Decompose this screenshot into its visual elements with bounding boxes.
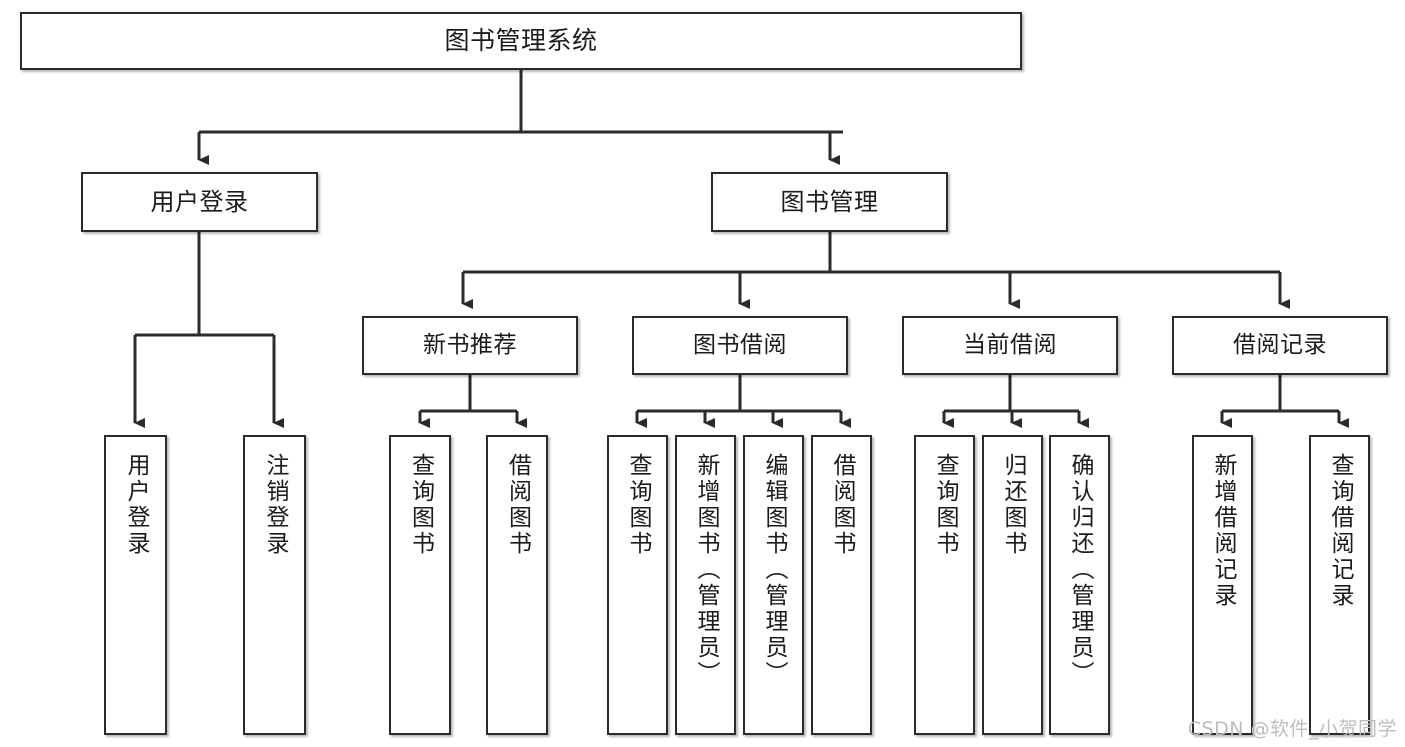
leaf-user-logout[interactable]: 注销登录 — [243, 435, 306, 735]
csdn-watermark: CSDN @软件_小贺同学 — [1187, 718, 1397, 740]
leaf-current-confirm-return-admin-label: 确认归还（管理员） — [1067, 453, 1093, 687]
node-root-label: 图书管理系统 — [444, 26, 598, 56]
leaf-record-add-borrow-record[interactable]: 新增借阅记录 — [1192, 435, 1253, 735]
leaf-borrow-query-book[interactable]: 查询图书 — [607, 435, 668, 735]
leaf-current-query-book-label: 查询图书 — [932, 453, 958, 557]
leaf-borrow-add-book-admin[interactable]: 新增图书（管理员） — [675, 435, 736, 735]
node-new-book-recommend[interactable]: 新书推荐 — [362, 316, 578, 375]
node-root[interactable]: 图书管理系统 — [20, 12, 1022, 70]
leaf-user-logout-label: 注销登录 — [262, 453, 288, 557]
leaf-borrow-edit-book-admin[interactable]: 编辑图书（管理员） — [743, 435, 804, 735]
node-book-borrow-label: 图书借阅 — [693, 332, 787, 359]
leaf-current-return-book-label: 归还图书 — [1000, 453, 1026, 557]
node-borrow-record-label: 借阅记录 — [1233, 332, 1327, 359]
leaf-record-query-borrow-record-label: 查询借阅记录 — [1327, 453, 1353, 609]
leaf-borrow-borrow-book[interactable]: 借阅图书 — [811, 435, 872, 735]
node-book-management[interactable]: 图书管理 — [711, 172, 948, 232]
node-book-management-label: 图书管理 — [780, 188, 879, 216]
node-book-borrow[interactable]: 图书借阅 — [632, 316, 848, 375]
leaf-user-login[interactable]: 用户登录 — [104, 435, 167, 735]
leaf-record-add-borrow-record-label: 新增借阅记录 — [1210, 453, 1236, 609]
node-user-login[interactable]: 用户登录 — [81, 172, 318, 232]
leaf-borrow-borrow-book-label: 借阅图书 — [829, 453, 855, 557]
leaf-recommend-query-book-label: 查询图书 — [407, 453, 434, 557]
leaf-borrow-edit-book-admin-label: 编辑图书（管理员） — [761, 453, 787, 687]
leaf-recommend-borrow-book[interactable]: 借阅图书 — [486, 435, 548, 735]
leaf-current-return-book[interactable]: 归还图书 — [982, 435, 1043, 735]
node-new-book-recommend-label: 新书推荐 — [423, 332, 517, 359]
leaf-recommend-borrow-book-label: 借阅图书 — [504, 453, 531, 557]
node-user-login-label: 用户登录 — [150, 188, 249, 216]
node-current-borrow[interactable]: 当前借阅 — [902, 316, 1118, 375]
leaf-borrow-query-book-label: 查询图书 — [625, 453, 651, 557]
node-borrow-record[interactable]: 借阅记录 — [1172, 316, 1388, 375]
leaf-user-login-label: 用户登录 — [123, 453, 149, 557]
leaf-recommend-query-book[interactable]: 查询图书 — [389, 435, 451, 735]
leaf-borrow-add-book-admin-label: 新增图书（管理员） — [693, 453, 719, 687]
leaf-current-confirm-return-admin[interactable]: 确认归还（管理员） — [1049, 435, 1110, 735]
leaf-record-query-borrow-record[interactable]: 查询借阅记录 — [1309, 435, 1370, 735]
leaf-current-query-book[interactable]: 查询图书 — [914, 435, 975, 735]
node-current-borrow-label: 当前借阅 — [963, 332, 1057, 359]
